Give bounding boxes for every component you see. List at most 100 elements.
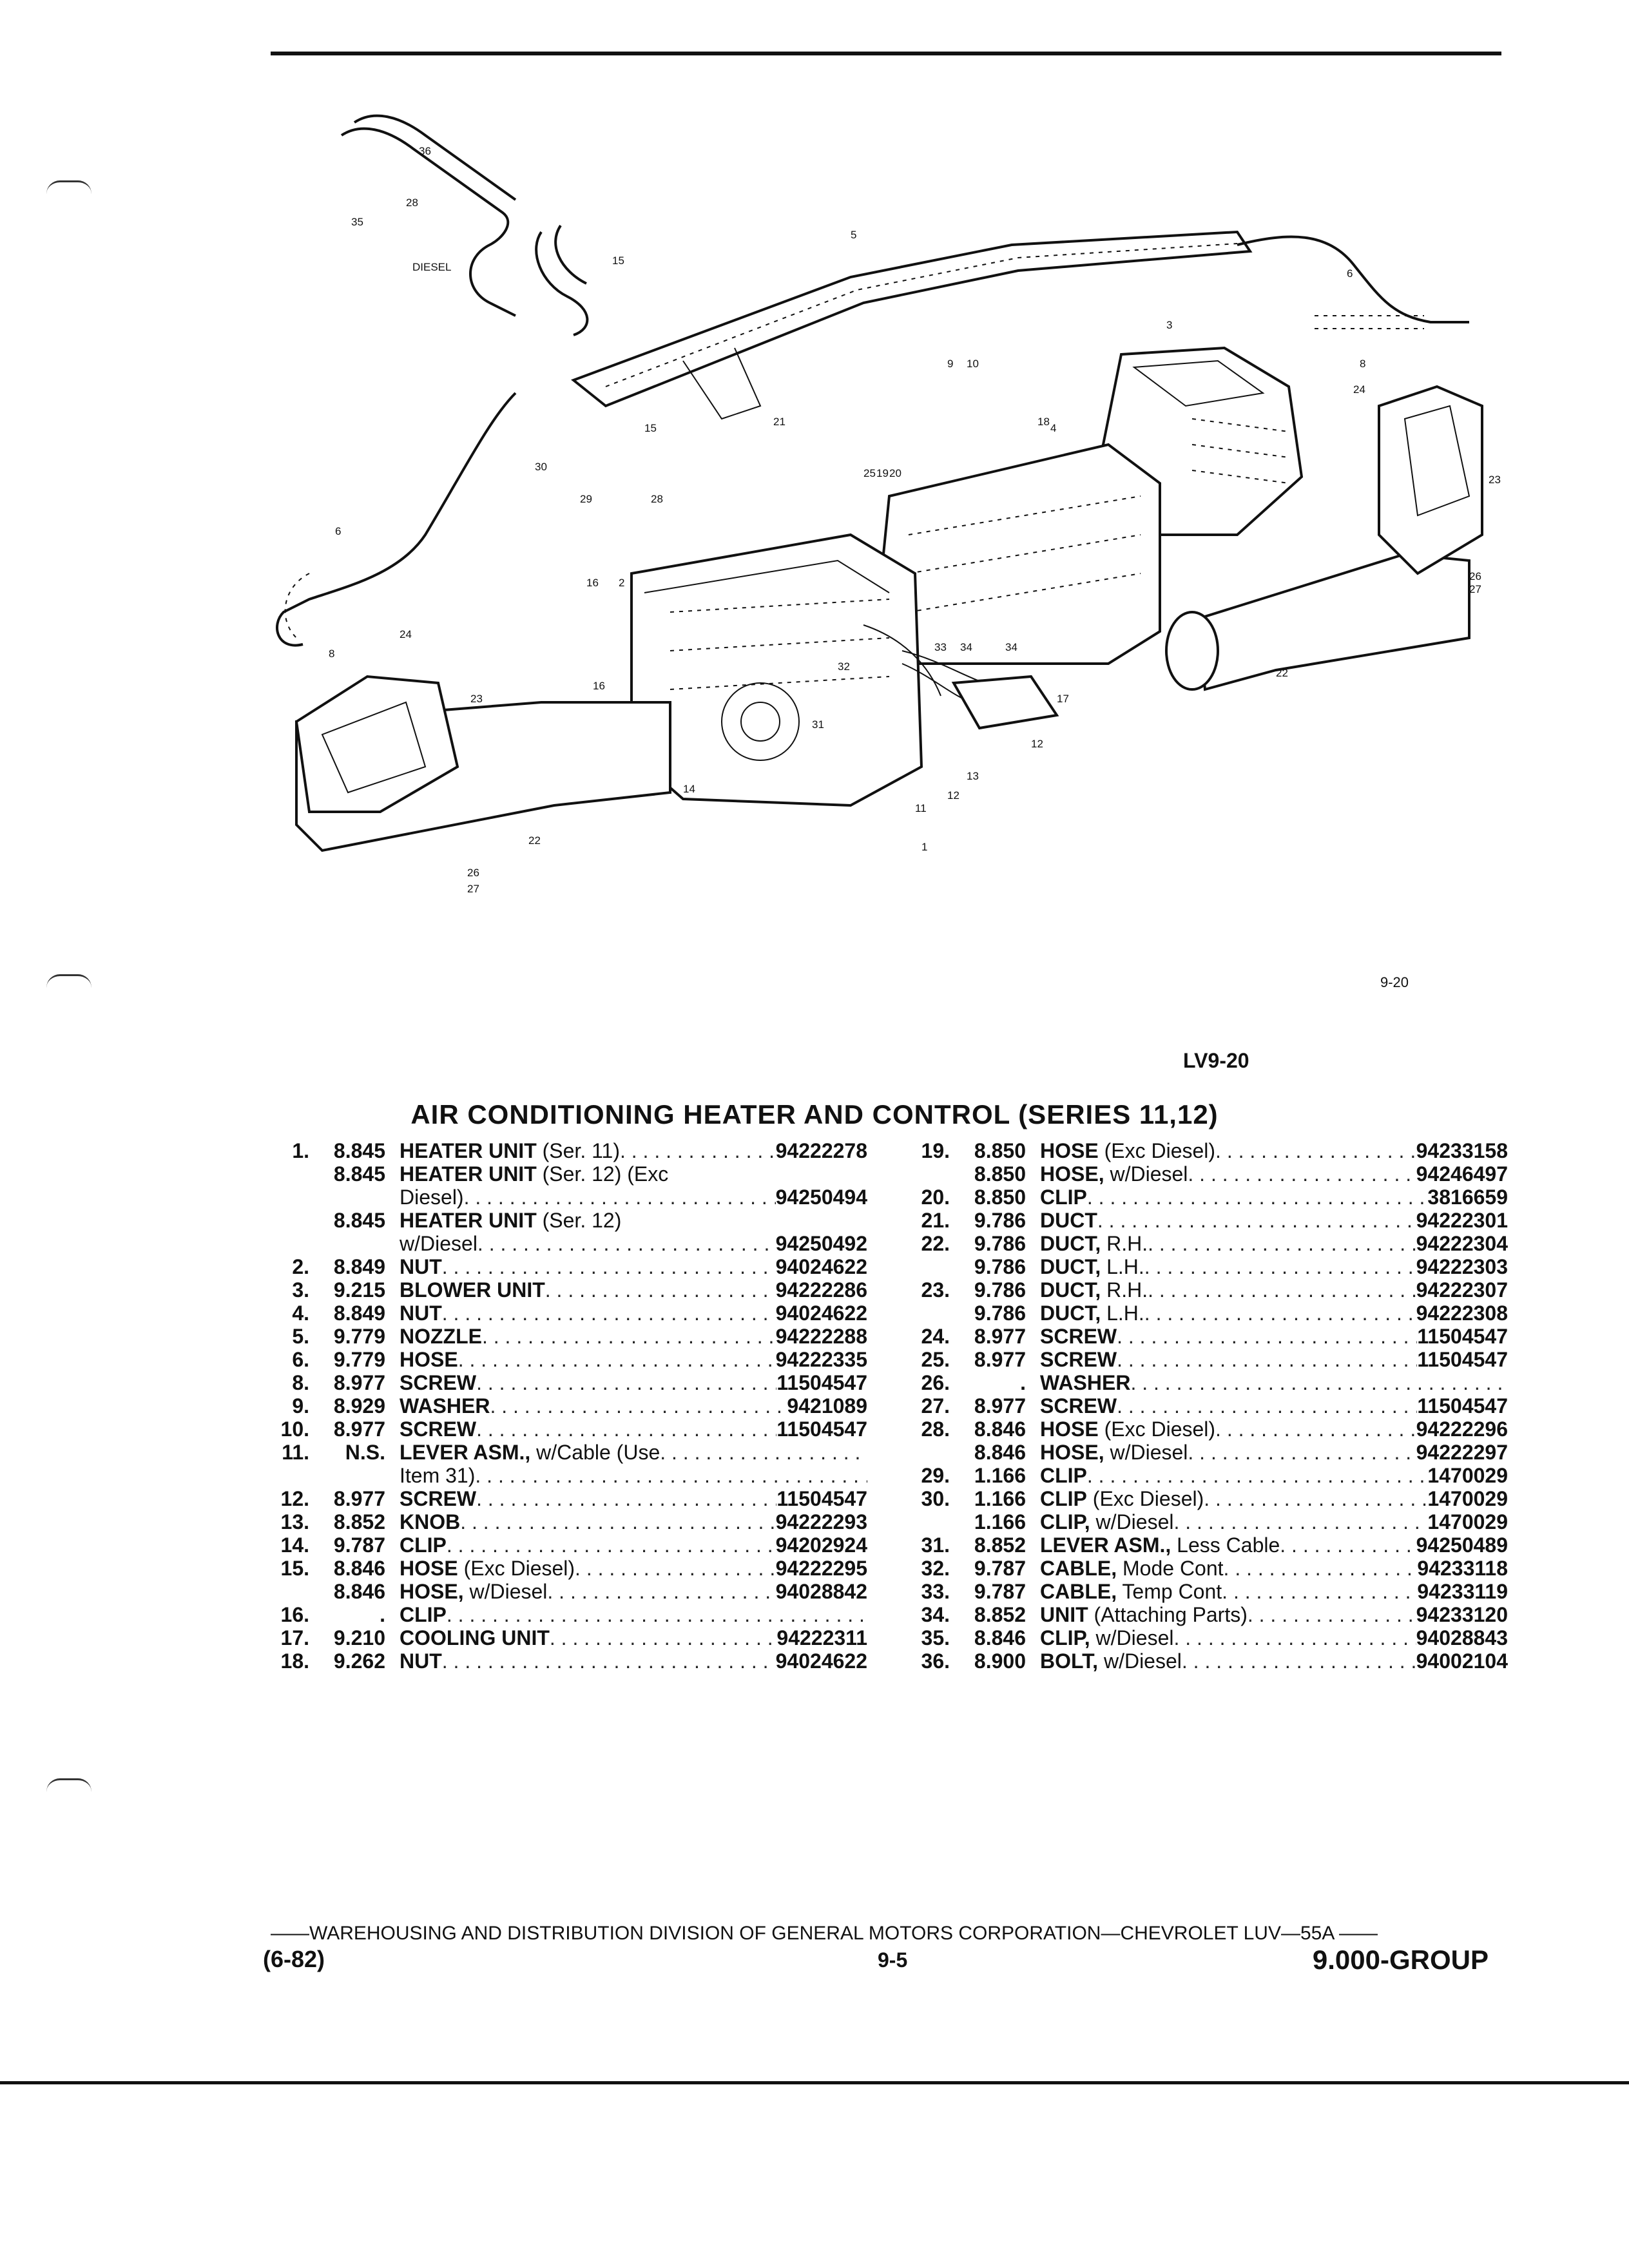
item-number: 25.: [921, 1348, 950, 1371]
part-number: 94233120: [1416, 1603, 1508, 1626]
parts-row: 9.8.929WASHER9421089: [258, 1394, 867, 1418]
part-qualifier: w/Diesel: [400, 1232, 477, 1255]
part-number: 94222296: [1416, 1418, 1508, 1441]
description: SCREW11504547: [1040, 1325, 1508, 1348]
item-number: 10.: [280, 1418, 309, 1441]
callout: 27: [1469, 583, 1481, 595]
part-label: HOSE, w/Diesel: [1040, 1441, 1188, 1464]
group-code: 8.849: [333, 1302, 385, 1325]
parts-row: 29.1.166CLIP1470029: [898, 1464, 1508, 1487]
left-hose-ribs: [284, 573, 310, 639]
dot-leader: [475, 1464, 867, 1487]
part-name: LEVER ASM.,: [400, 1441, 531, 1464]
part-label: BOLT, w/Diesel: [1040, 1649, 1182, 1673]
parts-row: 2.8.849NUT94024622: [258, 1255, 867, 1278]
part-label: DUCT, R.H.: [1040, 1232, 1148, 1255]
item-number: 18.: [280, 1649, 309, 1673]
group-code: [309, 1186, 400, 1209]
group-code: 8.850: [974, 1186, 1026, 1209]
item-number: 12.: [280, 1487, 309, 1510]
group-code: 8.849: [333, 1255, 385, 1278]
part-label: Diesel): [400, 1186, 464, 1209]
group-code: 8.977: [974, 1394, 1026, 1418]
part-number: 94233158: [1416, 1139, 1508, 1162]
part-number: 94028843: [1416, 1626, 1508, 1649]
group-code: 8.850: [974, 1139, 1026, 1162]
dot-leader: [1087, 1464, 1428, 1487]
part-number: 94222303: [1416, 1255, 1508, 1278]
parts-row: Diesel)94250494: [258, 1186, 867, 1209]
dot-leader: [447, 1603, 867, 1626]
dot-leader: [1173, 1510, 1427, 1533]
dot-leader: [1144, 1302, 1416, 1325]
callout: 21: [773, 416, 786, 428]
part-name: CLIP: [400, 1533, 447, 1557]
callout: 33: [934, 641, 947, 653]
callout: 29: [580, 493, 592, 505]
group-code: .: [1020, 1371, 1026, 1394]
control-lever-bracket: [951, 675, 1059, 730]
part-name: CABLE,: [1040, 1580, 1117, 1603]
group-code: .: [380, 1603, 385, 1626]
part-number: 1470029: [1427, 1510, 1508, 1533]
group-code: 9.786: [974, 1255, 1026, 1278]
dot-leader: [1144, 1255, 1416, 1278]
part-number: 1470029: [1427, 1487, 1508, 1510]
callout: 10: [967, 358, 979, 370]
part-name: LEVER ASM.,: [1040, 1533, 1171, 1557]
dot-leader: [547, 1580, 775, 1603]
callout: 27: [467, 883, 479, 895]
item-number: 22.: [921, 1232, 950, 1255]
description: NOZZLE94222288: [400, 1325, 867, 1348]
parts-row: 21.9.786DUCT94222301: [898, 1209, 1508, 1232]
group-code: 8.846: [333, 1557, 385, 1580]
part-label: CLIP: [400, 1533, 447, 1557]
bottom-rule: [0, 2081, 1629, 2084]
part-number: 94233119: [1417, 1580, 1508, 1603]
group-code: 8.977: [333, 1418, 385, 1441]
item-number: 34.: [921, 1603, 950, 1626]
right-duct-assembly: [1165, 385, 1483, 691]
dot-leader: [1117, 1348, 1417, 1371]
part-number: 3816659: [1427, 1186, 1508, 1209]
right-hose-ribs: [1315, 315, 1424, 329]
part-name: HOSE,: [1040, 1162, 1104, 1186]
parts-row: 18.9.262NUT94024622: [258, 1649, 867, 1673]
dot-leader: [545, 1278, 776, 1302]
callout: 25: [863, 467, 876, 479]
group-code: 8.852: [974, 1603, 1026, 1626]
item-number: [898, 1302, 950, 1325]
part-number: 11504547: [776, 1418, 867, 1441]
description: LEVER ASM., Less Cable94250489: [1040, 1533, 1508, 1557]
part-name: HOSE: [400, 1348, 458, 1371]
item-number: [258, 1186, 309, 1209]
part-qualifier: (Ser. 11): [536, 1139, 620, 1162]
description: NUT94024622: [400, 1255, 867, 1278]
part-number: 94024622: [775, 1302, 867, 1325]
description: KNOB94222293: [400, 1510, 867, 1533]
part-qualifier: w/Diesel: [463, 1580, 548, 1603]
part-label: SCREW: [1040, 1325, 1117, 1348]
group-code: 8.977: [333, 1487, 385, 1510]
part-name: BLOWER UNIT: [400, 1278, 545, 1302]
part-name: COOLING UNIT: [400, 1626, 550, 1649]
item-number: 4.: [292, 1302, 309, 1325]
item-number: 5.: [292, 1325, 309, 1348]
item-number: [258, 1162, 309, 1186]
parts-row: w/Diesel94250492: [258, 1232, 867, 1255]
item-number: 23.: [921, 1278, 950, 1302]
dot-leader: [482, 1325, 776, 1348]
part-qualifier: R.H.: [1101, 1232, 1148, 1255]
part-qualifier: w/Diesel: [1098, 1649, 1182, 1673]
parts-row: 12.8.977SCREW11504547: [258, 1487, 867, 1510]
description: BOLT, w/Diesel94002104: [1040, 1649, 1508, 1673]
part-number: 94222288: [775, 1325, 867, 1348]
callout: 17: [1057, 693, 1069, 705]
part-name: SCREW: [1040, 1348, 1117, 1371]
